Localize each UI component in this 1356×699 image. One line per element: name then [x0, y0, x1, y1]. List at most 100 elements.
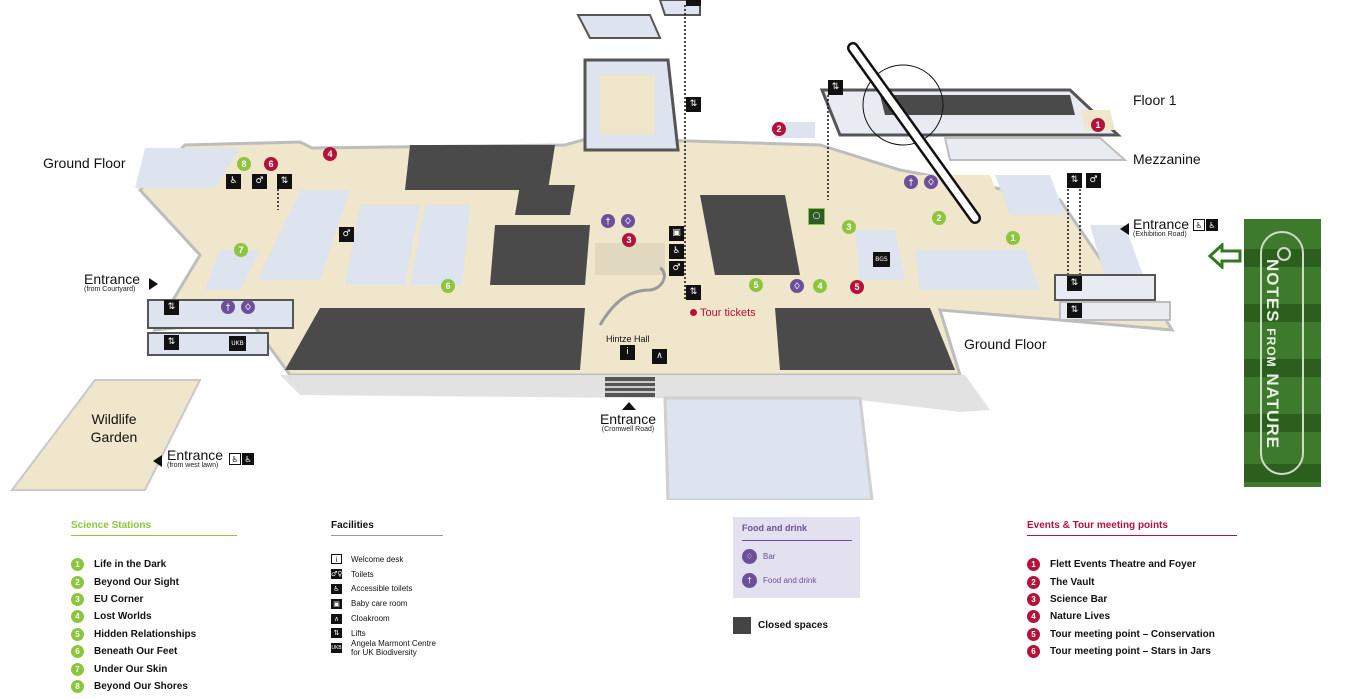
- legend-food-label-food: Food and drink: [763, 576, 817, 585]
- room-left-4: [205, 250, 260, 290]
- wheelchair-icon: ♿: [242, 453, 254, 465]
- event-6-marker[interactable]: 6: [264, 157, 278, 171]
- entrance-west-lawn-title: Entrance: [167, 447, 224, 463]
- legend-events-number-badge: 4: [1027, 610, 1040, 624]
- entrance-cromwell-sub: (Cromwell Road): [601, 426, 655, 433]
- science-station-5-marker[interactable]: 5: [749, 278, 763, 292]
- lift-icon: [686, 0, 701, 6]
- event-4-marker[interactable]: 4: [323, 147, 337, 161]
- closed-space-swatch: [733, 617, 751, 634]
- lift-icon: ⇅: [686, 97, 701, 112]
- cloakroom-icon: ∧: [652, 349, 667, 364]
- bar-icon: ♢: [742, 549, 757, 564]
- legend-food-rule: [742, 540, 852, 541]
- legend-facility-label: Cloakroom: [351, 614, 390, 624]
- toilets-icon: ♂: [1086, 173, 1101, 188]
- ukb-icon: UKB: [229, 336, 246, 351]
- legend-facility-item: ▣Baby care room: [331, 596, 443, 611]
- legend-events-number-badge: 2: [1027, 575, 1040, 589]
- science-station-7-marker[interactable]: 7: [234, 243, 248, 257]
- accessibility-icon: ♿: [1193, 219, 1205, 231]
- floor-label-ground-right: Ground Floor: [964, 336, 1047, 352]
- exhibition-access-icons: ♿♿: [1193, 219, 1218, 231]
- legend-food-and-drink: Food and drink ♢ Bar † Food and drink: [733, 517, 860, 598]
- cloakroom-icon: ∧: [331, 613, 342, 624]
- legend-events-number-badge: 6: [1027, 645, 1040, 659]
- science-station-2-marker[interactable]: 2: [932, 211, 946, 225]
- lift-icon: ⇅: [277, 174, 292, 189]
- accessible-toilets-icon: ♿: [226, 174, 241, 189]
- science-station-8-marker[interactable]: 8: [237, 157, 251, 171]
- mezzanine-slab: [943, 137, 1128, 161]
- notes-from-nature-banner[interactable]: NOTES FROM NATURE: [1244, 219, 1321, 487]
- museum-floor-map: Ground Floor Floor 1 Mezzanine Ground Fl…: [9, 0, 1218, 502]
- bar-icon: ♢: [621, 214, 635, 228]
- lift-icon: ⇅: [828, 80, 843, 95]
- lifts-icon: ⇅: [331, 628, 342, 639]
- accessible-toilets-icon: ♿: [669, 244, 684, 259]
- baby-care-icon: ▣: [331, 598, 342, 609]
- banner-word-nature: NATURE: [1263, 373, 1282, 449]
- science-station-6-marker[interactable]: 6: [441, 279, 455, 293]
- hintze-hall-label: Hintze Hall: [606, 334, 650, 344]
- legend-facility-label: Toilets: [351, 569, 374, 579]
- entrance-arrow-cromwell-icon: [622, 402, 636, 410]
- tour-tickets-dot-icon: [690, 309, 697, 316]
- legend-science-number-badge: 6: [71, 645, 84, 659]
- legend-science-number-badge: 1: [71, 558, 84, 572]
- legend-facility-label: Accessible toilets: [351, 584, 413, 594]
- legend-events-title: Events & Tour meeting points: [1027, 520, 1168, 531]
- entrance-courtyard-title: Entrance: [84, 271, 141, 287]
- science-station-4-marker[interactable]: 4: [813, 279, 827, 293]
- lift-icon: ⇅: [164, 335, 179, 350]
- food-drink-icon: †: [742, 573, 757, 588]
- entrance-exhibition-title: Entrance: [1133, 216, 1190, 232]
- entrance-exhibition[interactable]: Entrance (Exhibition Road): [1133, 217, 1189, 239]
- room-left-1: [258, 190, 350, 280]
- dinosaur-skeleton: [598, 266, 666, 326]
- closed-space-5: [700, 195, 800, 275]
- entrance-cromwell[interactable]: Entrance (Cromwell Road): [599, 412, 657, 434]
- toilets-icon: ♂: [669, 261, 684, 276]
- room-left-2: [345, 205, 420, 285]
- science-station-3-marker[interactable]: 3: [842, 220, 856, 234]
- wildlife-garden-label: Wildlife Garden: [82, 410, 146, 446]
- room-right-2: [915, 250, 1040, 290]
- event-1-marker[interactable]: 1: [1091, 118, 1105, 132]
- entrance-arrow-exhibition-icon: [1120, 223, 1129, 235]
- legend-closed-spaces: Closed spaces: [733, 617, 828, 634]
- entrance-courtyard[interactable]: Entrance (from Courtyard): [84, 272, 140, 294]
- floor-label-ground-left: Ground Floor: [43, 155, 126, 171]
- event-2-marker[interactable]: 2: [772, 122, 786, 136]
- closed-space-2: [490, 225, 590, 285]
- entrance-courtyard-sub: (from Courtyard): [84, 286, 136, 293]
- bgs-icon: BGS: [873, 252, 890, 267]
- escalator-inner: [849, 44, 979, 222]
- legend-science-label: Beyond Our Shores: [94, 680, 188, 692]
- tour-tickets-marker[interactable]: Tour tickets: [690, 307, 756, 319]
- legend-facilities-title: Facilities: [331, 520, 374, 531]
- floor-label-mezzanine: Mezzanine: [1133, 151, 1201, 167]
- accessibility-icon: ♿: [229, 453, 241, 465]
- science-station-1-marker[interactable]: 1: [1006, 231, 1020, 245]
- legend-science-number-badge: 2: [71, 575, 84, 589]
- floor1-closed: [880, 95, 1075, 115]
- legend-events-label: Tour meeting point – Conservation: [1050, 628, 1215, 640]
- info-icon: i: [331, 554, 342, 565]
- event-3-marker[interactable]: 3: [622, 233, 636, 247]
- event-5-marker[interactable]: 5: [850, 280, 864, 294]
- entrance-west-lawn[interactable]: Entrance (from west lawn): [167, 448, 223, 470]
- legend-science-rule: [71, 535, 237, 536]
- room-left-top: [135, 148, 240, 188]
- west-lawn-access-icons: ♿♿: [229, 453, 254, 465]
